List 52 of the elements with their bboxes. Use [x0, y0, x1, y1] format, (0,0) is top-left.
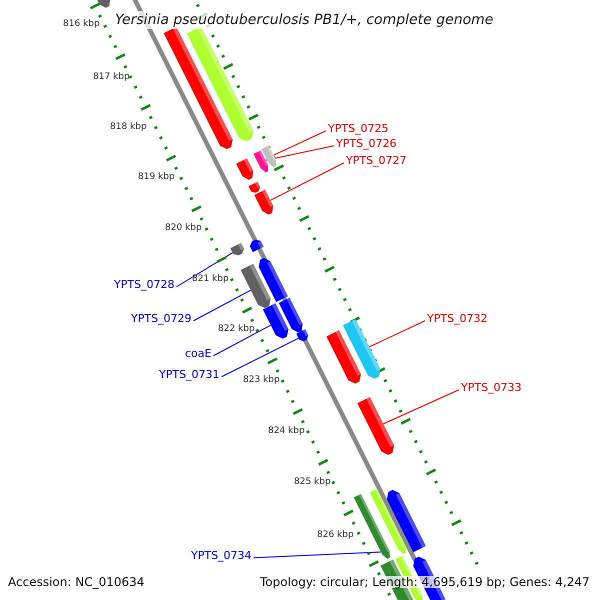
scale-label: 822 kbp: [218, 324, 255, 334]
gene-label: YPTS_0726: [336, 138, 397, 148]
gene-feature: [258, 258, 288, 302]
gene-feature: [262, 145, 276, 168]
gene-feature: [248, 182, 260, 193]
gene-feature: [370, 488, 406, 554]
gene-label: YPTS_0733: [461, 382, 522, 392]
leader-line: [253, 552, 382, 558]
scale-label: 821 kbp: [192, 274, 229, 284]
gene-feature: [164, 26, 233, 150]
scale-label: 824 kbp: [268, 426, 305, 436]
gene-label: coaE: [185, 348, 212, 358]
scale-label: 826 kbp: [317, 530, 354, 540]
scale-label: 823 kbp: [243, 376, 280, 384]
scale-label: 820 kbp: [165, 224, 202, 232]
scale-label: 818 kbp: [110, 122, 147, 132]
gene-label: YPTS_0729: [131, 312, 192, 324]
leader-line: [273, 130, 326, 156]
gene-feature: [326, 330, 361, 384]
gene-feature: [296, 329, 308, 342]
gene-label: YPTS_0732: [427, 312, 488, 324]
gene-feature: [342, 319, 380, 379]
gene-feature: [230, 242, 244, 256]
gene-label: YPTS_0728: [114, 278, 175, 290]
gene-feature: [240, 264, 271, 308]
gene-feature: [236, 158, 254, 180]
gene-label: YPTS_0734: [191, 550, 252, 560]
leader-line: [193, 290, 252, 322]
gene-feature: [186, 26, 254, 142]
leader-line: [382, 389, 460, 424]
gene-feature: [278, 298, 302, 333]
gene-feature: [254, 150, 268, 172]
gene-feature: [262, 303, 288, 339]
leader-line: [221, 338, 300, 378]
scale-label: 825 kbp: [294, 478, 331, 486]
leader-line: [265, 145, 334, 161]
gene-feature: [386, 490, 426, 552]
leader-line: [368, 320, 426, 348]
scale-label: 816 kbp: [63, 20, 100, 28]
gene-label: YPTS_0725: [328, 122, 389, 134]
gene-feature: [250, 240, 264, 252]
gene-feature: [254, 190, 274, 215]
scale-label: 817 kbp: [93, 72, 130, 82]
leader-line: [270, 162, 344, 201]
gene-label: YPTS_0727: [346, 154, 407, 166]
footer-text: Accession: NC_010634: [8, 576, 144, 588]
gene-feature: [357, 397, 394, 455]
leader-line: [176, 252, 234, 288]
scale-label: 819 kbp: [138, 172, 175, 182]
gene-label: YPTS_0731: [159, 368, 220, 380]
leader-line: [212, 324, 272, 356]
gene-feature: [354, 494, 390, 559]
